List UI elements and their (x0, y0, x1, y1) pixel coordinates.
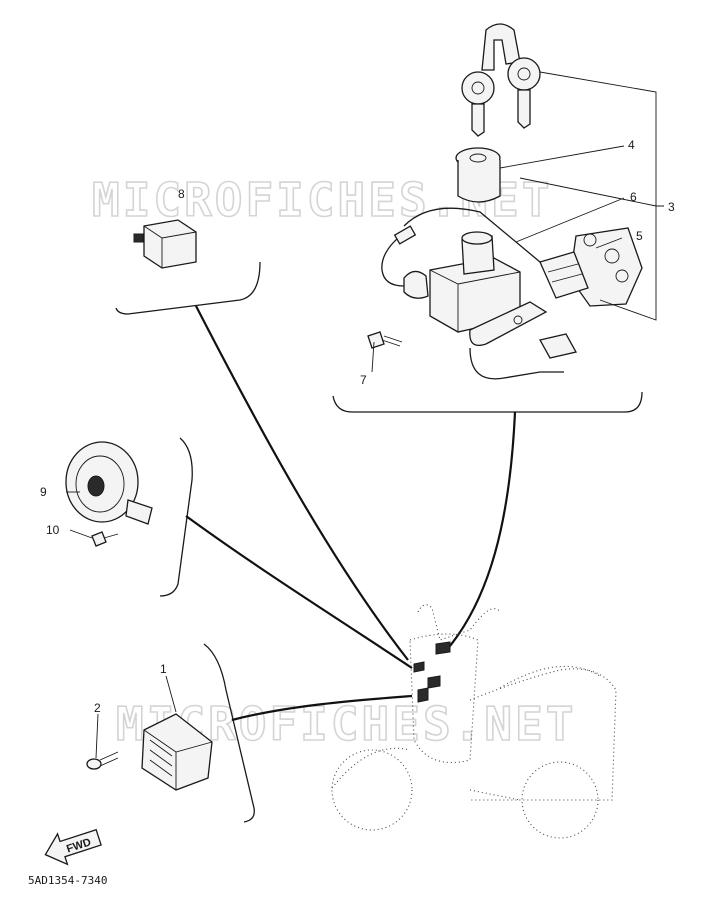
frame-relay (115, 261, 261, 315)
bolt-2-part (86, 751, 119, 770)
frame-regulator (203, 643, 255, 823)
key-cover-part (569, 227, 643, 307)
relay-part (133, 219, 197, 269)
drawing-code: 5AD1354-7340 (28, 874, 107, 887)
frame-horn (159, 437, 193, 597)
callout-line-5 (595, 237, 623, 249)
callout-1: 1 (160, 662, 167, 676)
socket-part (539, 251, 589, 299)
frame-main-switch (332, 391, 643, 413)
callout-3: 3 (668, 200, 675, 214)
callout-9: 9 (40, 485, 47, 499)
callout-line-1 (165, 675, 177, 713)
leader-relay (195, 305, 409, 661)
leader-main-switch (444, 411, 517, 653)
location-mark-low1 (427, 675, 441, 689)
callout-5: 5 (636, 229, 643, 243)
callout-10: 10 (46, 523, 60, 537)
scooter-outline (331, 604, 617, 839)
regulator-part (141, 713, 213, 791)
callout-8: 8 (178, 187, 185, 201)
callout-line-2 (95, 713, 99, 759)
bolt-10-part (91, 531, 119, 547)
bracket-3 (519, 71, 664, 321)
callout-6: 6 (630, 190, 637, 204)
lock-cylinder-part (455, 147, 501, 203)
callout-2: 2 (94, 701, 101, 715)
fwd-arrow: FWD (44, 828, 102, 866)
callout-4: 4 (628, 138, 635, 152)
location-mark-mid (413, 661, 425, 673)
keys-part (461, 23, 541, 137)
leader-horn (185, 515, 413, 669)
leader-regulator (231, 694, 413, 722)
callout-7: 7 (360, 373, 367, 387)
location-mark-top (435, 641, 451, 655)
screw-7-part (367, 331, 403, 349)
location-mark-low2 (417, 687, 429, 703)
callout-line-7 (371, 341, 375, 373)
horn-part (65, 441, 153, 525)
callout-line-4 (499, 145, 625, 169)
callout-line-10 (69, 529, 93, 539)
main-switch-body (381, 207, 577, 380)
callout-line-6 (515, 197, 625, 243)
